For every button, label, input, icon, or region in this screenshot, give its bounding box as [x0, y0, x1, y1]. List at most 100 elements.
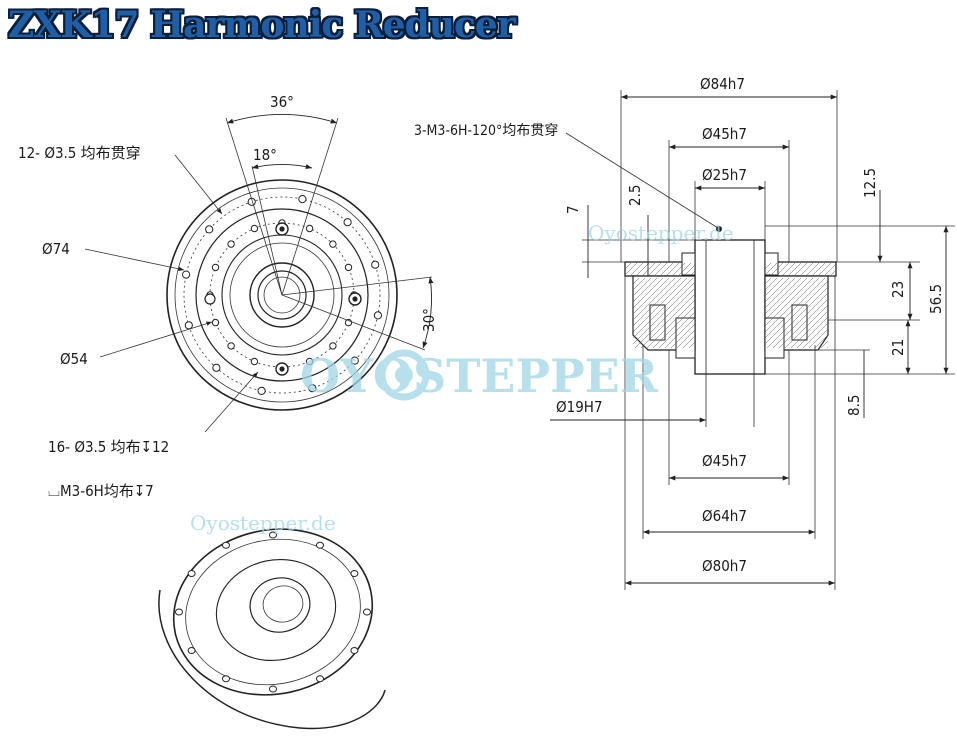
outer-bolt-hole	[298, 195, 307, 204]
hatch-line	[640, 293, 696, 349]
iso-bolt-hole	[175, 608, 183, 616]
bore-core	[263, 276, 301, 314]
hatch-line	[634, 287, 696, 349]
dim-8-5-label: 8.5	[845, 395, 863, 416]
angle-30-leg-bottom	[281, 294, 426, 351]
hatch-line	[766, 286, 829, 349]
hatch-line	[824, 263, 837, 276]
hatch-line	[630, 262, 644, 276]
leader-dia-74	[84, 248, 185, 272]
inner-bolt-hole	[211, 263, 220, 272]
watermark-logo: OYOSTEPPER	[300, 349, 659, 403]
hatch-line	[666, 262, 680, 276]
hatch-line	[764, 277, 814, 327]
page-title: ZXK17 Harmonic Reducer	[8, 4, 516, 46]
hatch-line	[636, 262, 650, 276]
hatch-line	[790, 310, 829, 349]
angle-36-arc	[226, 113, 338, 124]
hatch-line	[654, 262, 668, 276]
central-shaft	[694, 239, 766, 375]
hatch-line	[678, 262, 692, 276]
inner-bolt-hole	[227, 342, 235, 350]
hatch-line	[632, 281, 696, 345]
hatch-line	[652, 305, 696, 349]
inner-bolt-hole	[305, 357, 314, 366]
d64-label: Ø64h7	[702, 507, 747, 525]
hatch-line	[632, 277, 676, 321]
watermark-site-2: Oyostepper.de	[588, 221, 734, 245]
holes-12-label: 12- Ø3.5 均布贯穿	[18, 144, 141, 162]
watermarks: OYOSTEPPER Oyostepper.de Oyostepper.de	[190, 221, 734, 535]
dim-23-label: 23	[889, 281, 907, 298]
logo-gear-icon	[378, 349, 430, 401]
hatch-line	[672, 262, 686, 276]
angle-36-leg-right	[281, 117, 339, 296]
hatch-line	[632, 277, 688, 333]
iso-bolt-hole	[363, 608, 371, 616]
hatch-line	[632, 277, 658, 303]
hatch-line	[632, 277, 652, 297]
hatch-line	[688, 341, 696, 349]
angle-30-arc	[422, 276, 434, 349]
iso-bolt-hole	[222, 675, 230, 683]
outer-bolt-hole	[257, 386, 266, 395]
holes-16-label: 16- Ø3.5 均布↧12	[48, 438, 169, 456]
iso-bolt-hole	[187, 647, 196, 654]
seal-right	[764, 252, 779, 276]
leader-holes-16	[204, 371, 259, 433]
hatch-line	[648, 262, 662, 276]
hatch-line	[808, 328, 829, 349]
iso-flange-inner	[185, 538, 361, 686]
seal-left	[681, 252, 696, 276]
hatch-line	[764, 277, 820, 333]
hatch-line	[826, 346, 829, 349]
hatch-line	[818, 262, 832, 276]
bearing-inner-left	[675, 317, 696, 359]
hatch-line	[800, 262, 814, 276]
d45-bottom-label: Ø45h7	[702, 452, 747, 470]
dim-7-label: 7	[564, 205, 582, 214]
dim-56-5-label: 56.5	[927, 284, 945, 314]
thread-hole-top-core	[279, 226, 285, 232]
hatch-line	[764, 277, 826, 339]
iso-hub	[215, 558, 337, 662]
hatch-line	[632, 277, 682, 327]
hatch-line	[796, 316, 829, 349]
hatch-line	[764, 262, 778, 276]
leader-dia-54	[99, 321, 213, 358]
hatch-line	[764, 277, 778, 291]
iso-body-outline	[158, 589, 386, 730]
inner-ring-2	[229, 242, 335, 348]
outer-bolt-hole	[212, 363, 221, 372]
angle-18-leg	[251, 165, 283, 296]
iso-bolt-hole	[316, 675, 324, 683]
outer-bolt-hole	[343, 218, 352, 227]
hatch-line	[764, 277, 802, 315]
hatch-line	[658, 311, 696, 349]
hatch-line	[764, 280, 829, 345]
angle-18-label: 18°	[253, 146, 277, 164]
iso-bolt-hole	[350, 570, 359, 577]
inner-bolt-hole	[250, 224, 259, 233]
iso-holes	[175, 531, 371, 693]
hatch-line	[764, 262, 772, 270]
d25-label: Ø25h7	[702, 166, 747, 184]
hatch-line	[764, 277, 796, 309]
hatch-line	[670, 323, 696, 349]
angle-18-arc	[251, 164, 313, 169]
hatch-line	[632, 277, 694, 339]
outer-bolt-hole	[373, 311, 382, 320]
holes-12-outer	[182, 195, 382, 395]
iso-bore-outer	[249, 577, 311, 633]
iso-bolt-hole	[269, 531, 277, 539]
iso-bolt-hole	[222, 541, 230, 549]
inner-bolt-hole	[305, 224, 314, 233]
thread-hole-right-core	[352, 296, 358, 302]
outer-flange-circle	[166, 179, 398, 411]
iso-bore-inner	[262, 585, 304, 623]
outer-bolt-hole	[371, 260, 380, 269]
hatch-line	[646, 299, 696, 349]
hatch-line	[660, 262, 674, 276]
hatch-line	[806, 262, 820, 276]
angle-30-leg-top	[281, 276, 433, 296]
